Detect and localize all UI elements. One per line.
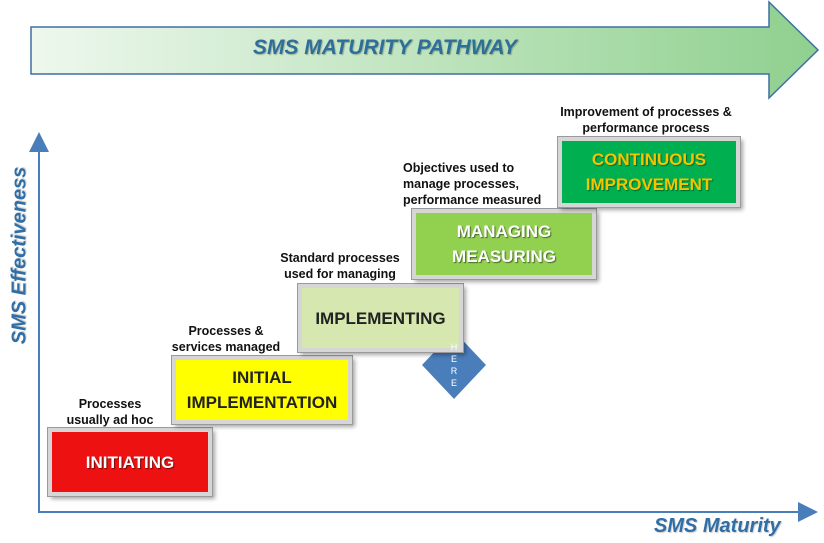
- step-label-line: CONTINUOUS: [591, 150, 707, 169]
- step-description-managing-measuring: Objectives used to manage processes, per…: [403, 161, 542, 207]
- step-description-initial-implementation: Processes & services managed: [171, 324, 281, 354]
- here-marker: H E R E: [434, 330, 474, 400]
- step-label-line: INITIATING: [85, 452, 175, 472]
- step-label-line: IMPROVEMENT: [585, 175, 713, 194]
- banner-arrow: [30, 0, 820, 100]
- step-label-line: INITIAL: [232, 368, 292, 387]
- y-axis-label: SMS Effectiveness: [8, 166, 31, 345]
- step-label-line: IMPLEMENTING: [315, 308, 446, 328]
- step-label-line: IMPLEMENTATION: [186, 393, 338, 412]
- step-initiating: INITIATING: [47, 427, 213, 497]
- step-description-implementing: Standard processes used for managing: [280, 251, 400, 281]
- here-letter: H: [450, 342, 458, 352]
- step-initial-implementation: INITIAL IMPLEMENTATION: [171, 355, 353, 425]
- step-continuous-improvement: CONTINUOUS IMPROVEMENT: [557, 136, 741, 208]
- step-managing-measuring: MANAGING MEASURING: [411, 208, 597, 280]
- banner-title: SMS MATURITY PATHWAY: [252, 36, 518, 59]
- step-implementing: IMPLEMENTING: [297, 283, 464, 353]
- step-label-line: MEASURING: [452, 247, 556, 266]
- step-description-continuous-improvement: Improvement of processes & performance p…: [560, 105, 732, 135]
- here-letter: R: [450, 366, 458, 376]
- step-description-initiating: Processes usually ad hoc: [66, 397, 154, 427]
- x-axis-label: SMS Maturity: [654, 515, 781, 537]
- here-letter: E: [450, 354, 457, 364]
- here-letter: E: [450, 378, 457, 388]
- step-label-line: MANAGING: [456, 222, 552, 241]
